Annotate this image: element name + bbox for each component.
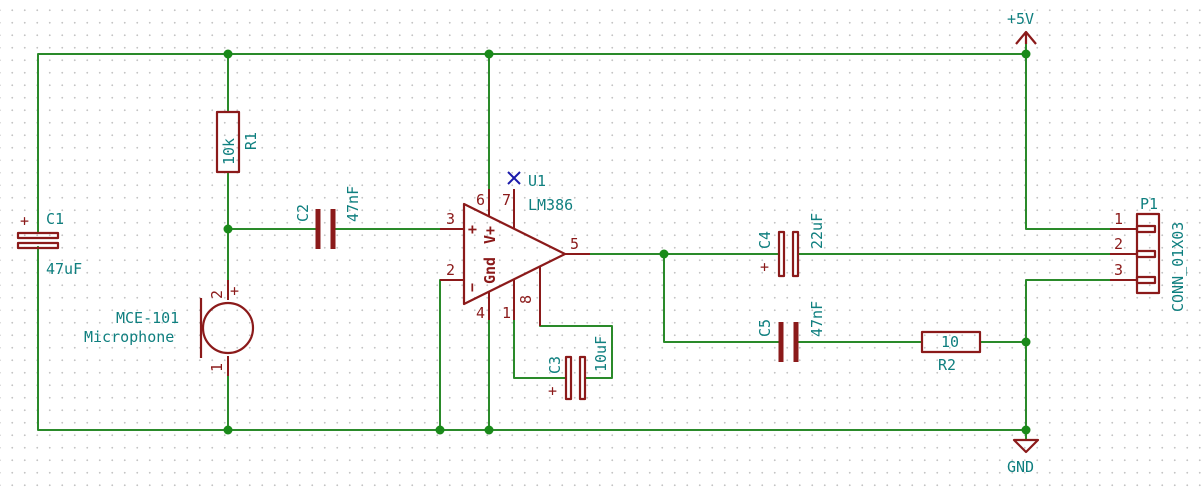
mic-pin1-num: 1: [208, 363, 226, 372]
c1-plate-positive: [16, 231, 60, 240]
c4-ref: C4: [756, 231, 774, 249]
wire-p1-pin3[interactable]: [1025, 279, 1111, 441]
resistor-r2[interactable]: 10 R2: [920, 330, 982, 374]
capacitor-c1[interactable]: + C1 47uF: [16, 210, 82, 278]
c3-plate-negative: [578, 355, 587, 401]
u1-pin3-num: 3: [446, 210, 455, 228]
mic-polarity: +: [230, 282, 239, 300]
u1-minus-sign: −: [463, 283, 481, 292]
mic-value: MCE-101: [116, 309, 179, 327]
u1-plus-sign: +: [463, 225, 481, 234]
r2-ref: R2: [938, 356, 956, 374]
u1-pin1-num: 1: [502, 304, 511, 322]
c4-plate-positive: [777, 230, 786, 278]
c4-plate-negative: [791, 230, 800, 278]
p1-pin1-contact: [1135, 224, 1157, 234]
u1-gnd-label: Gnd: [481, 257, 499, 284]
gnd-label: GND: [1007, 458, 1034, 476]
r2-body: [920, 330, 982, 354]
junction-dot: [659, 249, 669, 259]
p1-pin3-num: 3: [1114, 261, 1123, 279]
p1-pin3-contact: [1135, 275, 1157, 285]
gnd-symbol[interactable]: GND: [1007, 438, 1040, 476]
u1-pin6-num: 6: [476, 191, 485, 209]
junction-dot: [435, 425, 445, 435]
c3-plate-positive: [564, 355, 573, 401]
junction-dot: [1021, 425, 1031, 435]
wire-u1-pin8[interactable]: [539, 325, 613, 379]
mic-pin2-num: 2: [208, 290, 226, 299]
u1-pin8-num: 8: [517, 295, 535, 304]
u1-vplus-label: V+: [481, 226, 499, 244]
c1-polarity: +: [20, 212, 29, 230]
c1-ref: C1: [46, 210, 64, 228]
wire-vcc-rail[interactable]: [37, 53, 1027, 214]
r1-value: 10k: [220, 138, 238, 165]
c1-plate-negative: [16, 241, 60, 250]
p1-pin2-num: 2: [1114, 235, 1123, 253]
amplifier-u1[interactable]: 3 2 5 6 7 4 1 8 + − Gnd V+ U1 LM386: [440, 171, 590, 326]
junction-dot: [484, 425, 494, 435]
r1-body: [215, 110, 241, 174]
u1-ref: U1: [528, 172, 546, 190]
wire-gnd-rail[interactable]: [37, 246, 1027, 431]
capacitor-c2[interactable]: C2 47nF: [294, 186, 362, 249]
c4-value: 22uF: [808, 213, 826, 249]
vcc-symbol[interactable]: +5V: [1007, 10, 1037, 45]
p1-value: CONN_01X03: [1169, 222, 1187, 312]
u1-pin7-num: 7: [502, 191, 511, 209]
p1-pin2-contact: [1135, 249, 1157, 259]
r2-value: 10: [941, 333, 959, 351]
no-connect-icon: [507, 171, 521, 185]
u1-pin5-num: 5: [570, 235, 579, 253]
microphone-mic1[interactable]: 2 1 + MCE-101 Microphone: [84, 280, 255, 376]
c3-polarity: +: [548, 382, 557, 400]
c1-value: 47uF: [46, 260, 82, 278]
u1-pin4-num: 4: [476, 304, 485, 322]
junction-dot: [223, 49, 233, 59]
p1-pin1-num: 1: [1114, 210, 1123, 228]
resistor-r1[interactable]: 10k R1: [215, 110, 260, 174]
wires: [37, 43, 1111, 441]
junctions: [223, 49, 1031, 435]
wire-p1-pin1[interactable]: [1025, 43, 1111, 230]
c4-polarity: +: [760, 258, 769, 276]
capacitor-c3[interactable]: + C3 10uF: [546, 336, 610, 401]
vcc-label: +5V: [1007, 10, 1034, 28]
wire-u1-pin1[interactable]: [513, 319, 567, 379]
capacitor-c4[interactable]: + C4 22uF: [756, 213, 826, 278]
junction-dot: [1021, 337, 1031, 347]
microphone-icon: [201, 301, 255, 355]
mic-name: Microphone: [84, 328, 174, 346]
junction-dot: [484, 49, 494, 59]
connector-p1[interactable]: 1 2 3 P1 CONN_01X03: [1110, 195, 1187, 312]
wire-c5-branch[interactable]: [663, 253, 780, 343]
u1-pin2-num: 2: [446, 261, 455, 279]
c2-value: 47nF: [344, 186, 362, 222]
c3-value: 10uF: [592, 336, 610, 372]
junction-dot: [223, 224, 233, 234]
capacitor-c5[interactable]: C5 47nF: [756, 301, 826, 362]
c2-ref: C2: [294, 204, 312, 222]
c5-value: 47nF: [808, 301, 826, 337]
u1-value: LM386: [528, 196, 573, 214]
p1-ref: P1: [1140, 195, 1158, 213]
ground-icon: [1012, 438, 1040, 454]
r1-ref: R1: [242, 132, 260, 150]
c5-ref: C5: [756, 319, 774, 337]
junction-dot: [223, 425, 233, 435]
c3-ref: C3: [546, 356, 564, 374]
junction-dot: [1021, 49, 1031, 59]
